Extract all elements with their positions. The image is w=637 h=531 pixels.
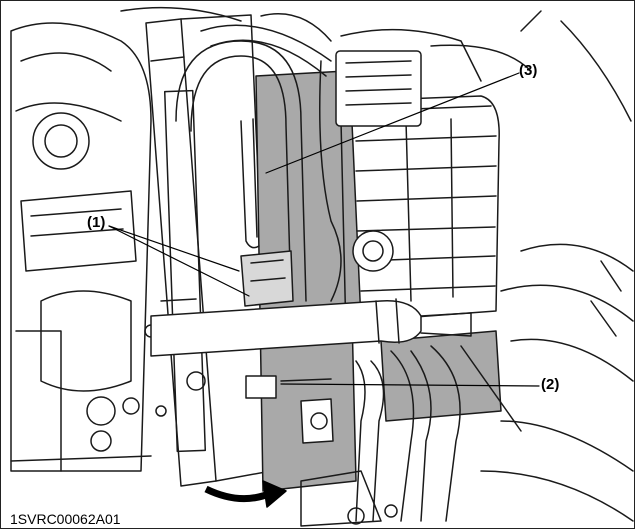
callout-label-1: (1): [87, 214, 106, 231]
rotation-arrow: [204, 480, 287, 508]
figure-code-label: 1SVRC00062A01: [7, 510, 124, 528]
leader-line-1a: [108, 225, 240, 272]
hoses: [175, 24, 342, 302]
leader-line-3: [265, 72, 520, 174]
leader-line-1b: [108, 225, 250, 297]
engine-block-left: [10, 22, 152, 472]
callout-label-3: (3): [519, 62, 538, 79]
radiator-frame: [144, 14, 272, 487]
leader-line-2: [280, 383, 540, 387]
wheel: [480, 243, 634, 522]
lower-assembly: [245, 345, 522, 527]
callout-label-2: (2): [541, 376, 560, 393]
lower-hose: [150, 298, 472, 357]
filter-housing: [335, 50, 500, 322]
leader-lines: [108, 72, 540, 387]
bracket-1: [240, 250, 294, 307]
